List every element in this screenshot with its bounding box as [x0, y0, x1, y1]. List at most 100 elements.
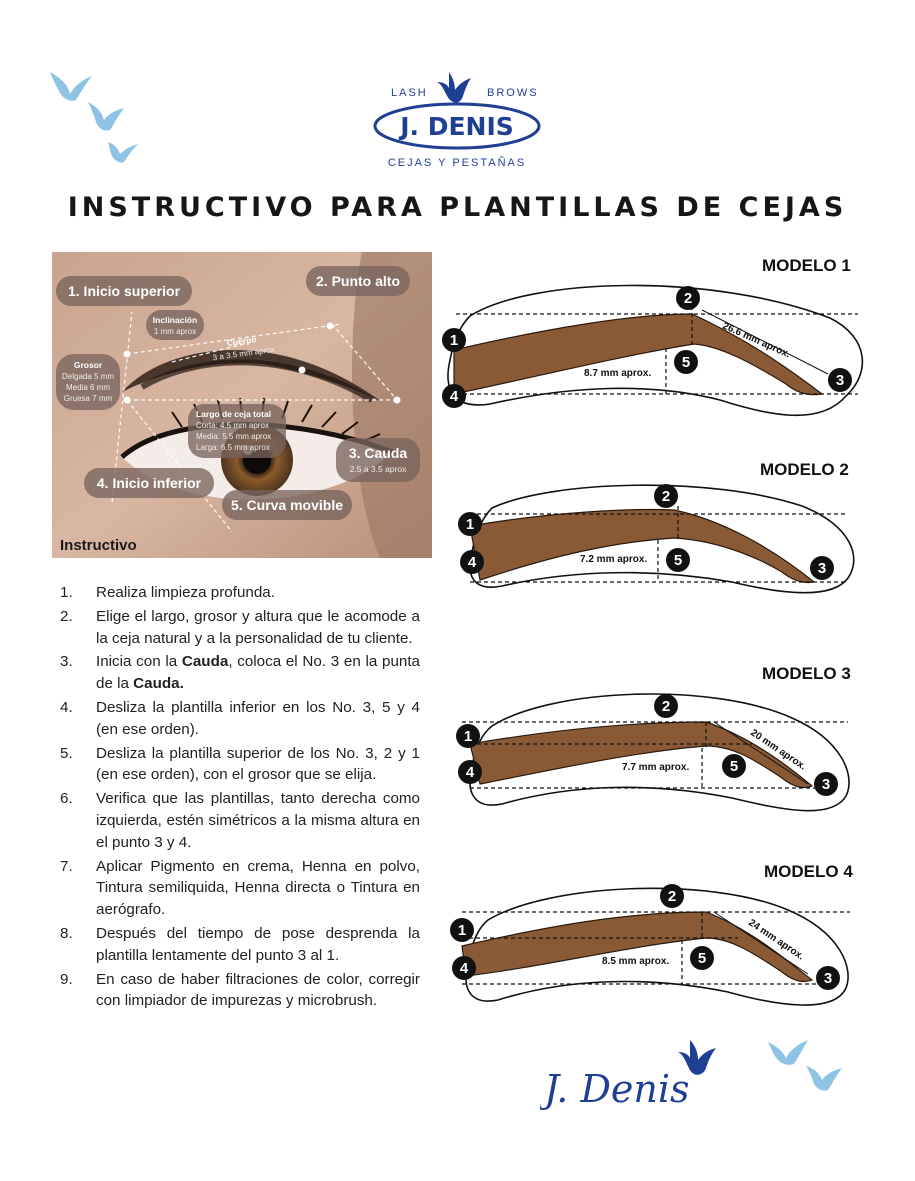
instruction-steps: 1.Realiza limpieza profunda.2.Elige el l… [60, 582, 420, 1014]
label-largo-1: Corta: 4.5 mm aprox [196, 421, 269, 430]
dove-icon [806, 1066, 842, 1091]
step-text: Aplicar Pigmento en crema, Henna en polv… [96, 857, 420, 919]
photo-caption: Instructivo [60, 537, 137, 554]
dove-icon [88, 102, 124, 131]
svg-text:5: 5 [730, 758, 738, 775]
model-3-width: 7.7 mm aprox. [622, 762, 689, 773]
svg-text:1: 1 [458, 922, 466, 939]
model-2-point-5: 5 [666, 548, 690, 572]
svg-text:3: 3 [824, 970, 832, 987]
model-3-point-5: 5 [722, 754, 746, 778]
step-text: , coloca el No. 3 en la punta de la [96, 653, 421, 693]
svg-text:2: 2 [662, 698, 670, 715]
eyebrow-photo: 1. Inicio superior 2. Punto alto Inclina… [52, 252, 432, 558]
label-grosor: Grosor [74, 360, 103, 370]
step-number: 8. [60, 924, 73, 942]
step-text: Cauda [181, 653, 229, 671]
model-4-point-2: 2 [660, 884, 684, 908]
model-3-point-1: 1 [456, 724, 480, 748]
signature-text: J. Denis [540, 1067, 690, 1111]
step-text: Realiza limpieza profunda. [96, 584, 275, 601]
svg-text:2: 2 [662, 488, 670, 505]
step-item: 5.Desliza la plantilla superior de los N… [60, 743, 420, 787]
model-4-point-1: 1 [450, 918, 474, 942]
step-item: 4.Desliza la plantilla inferior en los N… [60, 697, 420, 741]
step-number: 7. [60, 857, 73, 875]
svg-text:5: 5 [698, 950, 706, 967]
model-4-point-4: 4 [452, 956, 476, 980]
model-2-point-1: 1 [458, 512, 482, 536]
label-inicio-superior: 1. Inicio superior [68, 283, 181, 299]
step-text: Inicia con la [96, 653, 182, 671]
model-1-label: MODELO 1 [762, 256, 851, 275]
svg-text:5: 5 [674, 552, 682, 569]
label-grosor-3: Gruesa 7 mm [64, 394, 113, 403]
svg-text:4: 4 [468, 554, 477, 571]
step-number: 4. [60, 698, 73, 716]
label-curva-movible: 5. Curva movible [231, 497, 343, 513]
dove-logo-icon [437, 72, 471, 103]
svg-text:3: 3 [836, 372, 844, 389]
model-1-point-4: 4 [442, 384, 466, 408]
step-item: 1. Realiza limpieza profunda. [60, 582, 420, 604]
label-largo-3: Larga: 6.5 mm aprox [196, 443, 270, 452]
model-4-template: 24 mm aprox. 8.5 mm aprox. 1 2 3 4 5 [450, 884, 850, 1006]
svg-text:4: 4 [450, 388, 459, 405]
dove-icon [768, 1040, 808, 1065]
model-2-point-3: 3 [810, 556, 834, 580]
step-number: 9. [60, 970, 73, 988]
svg-text:2: 2 [684, 290, 692, 307]
model-3-point-4: 4 [458, 760, 482, 784]
doves-top-left [50, 72, 138, 163]
step-number: 3. [60, 653, 73, 671]
model-2-point-2: 2 [654, 484, 678, 508]
page-title: INSTRUCTIVO PARA PLANTILLAS DE CEJAS [67, 192, 848, 223]
model-4-label: MODELO 4 [764, 862, 853, 881]
model-2-template: 7.2 mm aprox. 1 2 3 4 5 [458, 484, 855, 594]
step-item: 3. Inicia con la Cauda, coloca el No. 3 e… [60, 651, 420, 695]
model-3-label: MODELO 3 [762, 664, 851, 683]
model-3-template: 20 mm aprox. 7.7 mm aprox. 1 2 3 4 5 [456, 693, 850, 812]
model-4-point-3: 3 [816, 966, 840, 990]
svg-text:4: 4 [466, 764, 475, 781]
model-3-point-3: 3 [814, 772, 838, 796]
logo-tagline: CEJAS Y PESTAÑAS [388, 156, 526, 169]
logo-brand-name: J. DENIS [398, 112, 514, 141]
doves-bottom-right [768, 1040, 842, 1091]
model-1-width: 8.7 mm aprox. [584, 368, 651, 379]
model-1-point-5: 5 [674, 350, 698, 374]
svg-text:1: 1 [450, 332, 458, 349]
model-2-label: MODELO 2 [760, 460, 849, 479]
step-text: Desliza la plantilla superior de los No.… [96, 744, 420, 784]
step-text: Verifica que las plantillas, tanto derec… [96, 790, 420, 851]
label-inclinacion: Inclinación [153, 315, 197, 325]
svg-text:5: 5 [682, 354, 690, 371]
step-text: En caso de haber filtraciones de color, … [96, 970, 420, 1010]
label-largo: Largo de ceja total [196, 409, 271, 419]
model-2-point-4: 4 [460, 550, 484, 574]
step-text: Después del tiempo de pose desprenda la … [96, 924, 420, 964]
step-number: 6. [60, 790, 73, 808]
svg-text:1: 1 [464, 728, 472, 745]
brand-logo: LASH BROWS J. DENIS CEJAS Y PESTAÑAS [365, 68, 550, 178]
label-inicio-inferior: 4. Inicio inferior [97, 475, 202, 491]
svg-text:3: 3 [818, 560, 826, 577]
label-cauda-sub: 2.5 a 3.5 aprox [350, 464, 407, 474]
dove-logo-icon [678, 1040, 716, 1075]
label-cuerpo: Cuerpo [226, 334, 257, 348]
model-4-point-5: 5 [690, 946, 714, 970]
model-1-point-2: 2 [676, 286, 700, 310]
step-text: Cauda. [133, 675, 184, 693]
model-1-point-3: 3 [828, 368, 852, 392]
step-item: 7. Aplicar Pigmento en crema, Henna en po… [60, 856, 420, 921]
model-3-point-2: 2 [654, 694, 678, 718]
label-punto-alto: 2. Punto alto [316, 273, 400, 289]
model-1-point-1: 1 [442, 328, 466, 352]
dove-icon [108, 142, 138, 163]
label-cauda: 3. Cauda [349, 445, 408, 461]
label-largo-2: Media: 5.5 mm aprox [196, 432, 271, 441]
step-item: 6. Verifica que las plantillas, tanto der… [60, 788, 420, 853]
step-number: 1. [60, 584, 73, 601]
model-4-width: 8.5 mm aprox. [602, 956, 669, 967]
svg-text:2: 2 [668, 888, 676, 905]
